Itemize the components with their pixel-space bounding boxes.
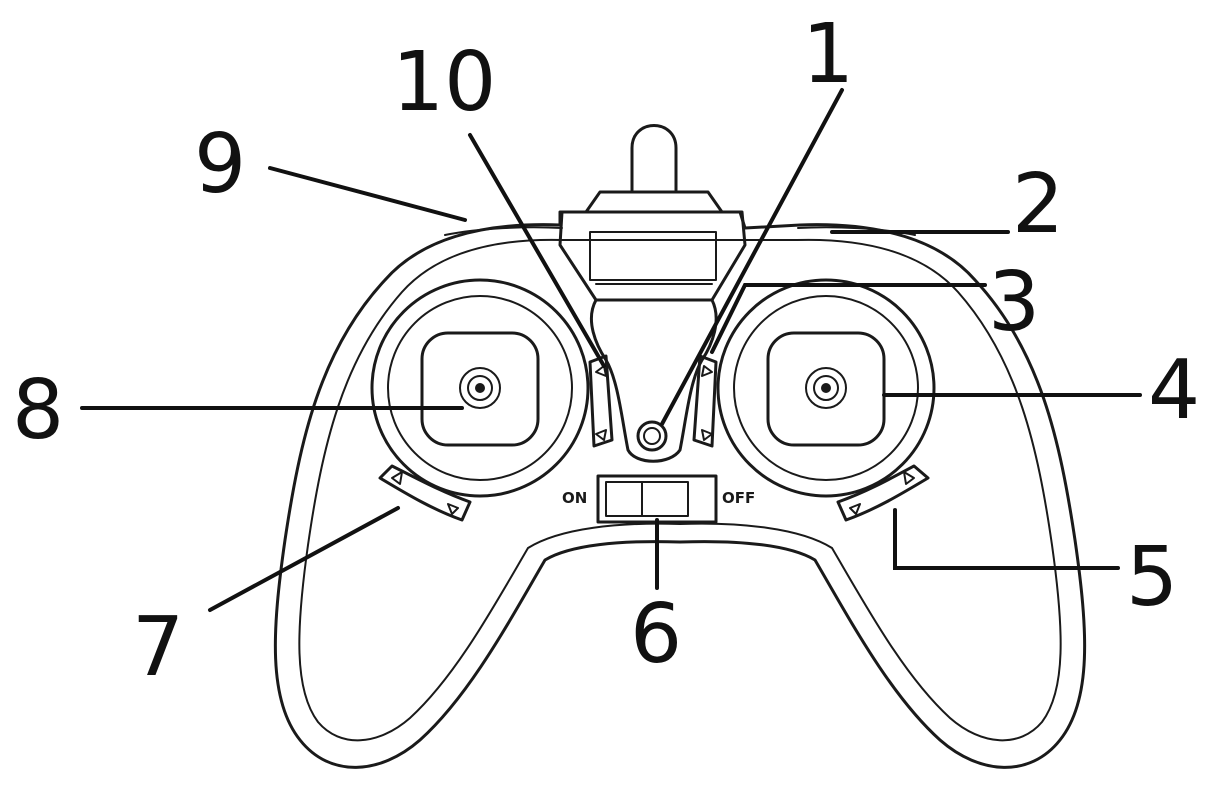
callout-3: 3 bbox=[988, 255, 1040, 350]
callout-9: 9 bbox=[194, 117, 246, 212]
power-off-label: OFF bbox=[722, 489, 755, 507]
leader-9 bbox=[268, 166, 467, 222]
screen-housing bbox=[558, 210, 747, 302]
left-trim-down-icon bbox=[595, 429, 607, 441]
lcd-screen bbox=[558, 210, 747, 302]
callout-7: 7 bbox=[132, 600, 184, 695]
right-stick-pad[interactable] bbox=[766, 331, 886, 447]
right-stick-ring-inner bbox=[733, 295, 919, 481]
left-stick-pad[interactable] bbox=[420, 331, 540, 447]
leader-7 bbox=[208, 506, 400, 612]
leader-3 bbox=[710, 283, 987, 354]
left-stick-dot bbox=[475, 383, 485, 393]
antenna-base bbox=[584, 190, 724, 214]
controller-inner-shell bbox=[298, 238, 1062, 742]
leader-1 bbox=[660, 88, 844, 426]
right-joystick[interactable] bbox=[716, 278, 936, 498]
right-trim-down-icon bbox=[701, 429, 713, 441]
callout-10: 10 bbox=[392, 35, 496, 130]
center-button-outer[interactable] bbox=[636, 420, 668, 452]
callout-8: 8 bbox=[12, 363, 64, 458]
power-switch-slider[interactable] bbox=[605, 481, 689, 517]
right-stick-knob[interactable] bbox=[805, 367, 847, 409]
right-htrim-right-icon bbox=[903, 471, 915, 485]
right-horizontal-trim[interactable] bbox=[836, 464, 930, 522]
right-vertical-trim[interactable] bbox=[692, 354, 718, 448]
left-horizontal-trim-body[interactable] bbox=[378, 464, 472, 522]
screen-display bbox=[589, 231, 717, 281]
left-stick-knob-center bbox=[467, 375, 493, 401]
left-htrim-left-icon bbox=[391, 471, 403, 485]
right-stick-dot bbox=[821, 383, 831, 393]
leader-lines bbox=[80, 88, 1142, 612]
callout-5: 5 bbox=[1126, 530, 1178, 625]
controller-outer-shell bbox=[273, 210, 1087, 769]
center-button[interactable] bbox=[636, 420, 668, 452]
right-stick-knob-center bbox=[813, 375, 839, 401]
callout-1: 1 bbox=[802, 7, 854, 102]
callout-2: 2 bbox=[1012, 157, 1064, 252]
leader-10 bbox=[468, 133, 606, 368]
antenna-tip bbox=[630, 124, 678, 192]
left-htrim-right-icon bbox=[447, 503, 459, 515]
right-trim-up-icon bbox=[701, 365, 713, 377]
right-htrim-left-icon bbox=[849, 503, 861, 515]
left-stick-knob[interactable] bbox=[459, 367, 501, 409]
left-trim-up-icon bbox=[595, 365, 607, 377]
controller-body bbox=[273, 210, 1087, 769]
left-vertical-trim[interactable] bbox=[588, 354, 614, 448]
leader-5 bbox=[893, 508, 1120, 570]
left-horizontal-trim[interactable] bbox=[378, 464, 472, 522]
right-stick-ring-outer bbox=[716, 278, 936, 498]
left-stick-ring-inner bbox=[387, 295, 573, 481]
callout-labels: 1 2 3 4 5 6 7 8 9 10 bbox=[12, 7, 1200, 695]
center-button-inner bbox=[643, 427, 661, 445]
right-vertical-trim-body[interactable] bbox=[692, 354, 718, 448]
right-horizontal-trim-body[interactable] bbox=[836, 464, 930, 522]
power-switch[interactable]: ON OFF bbox=[562, 474, 755, 524]
left-joystick[interactable] bbox=[370, 278, 590, 498]
left-stick-ring-outer bbox=[370, 278, 590, 498]
callout-6: 6 bbox=[630, 587, 682, 682]
antenna-assembly bbox=[584, 124, 724, 214]
callout-4: 4 bbox=[1148, 343, 1200, 438]
power-on-label: ON bbox=[562, 489, 587, 507]
